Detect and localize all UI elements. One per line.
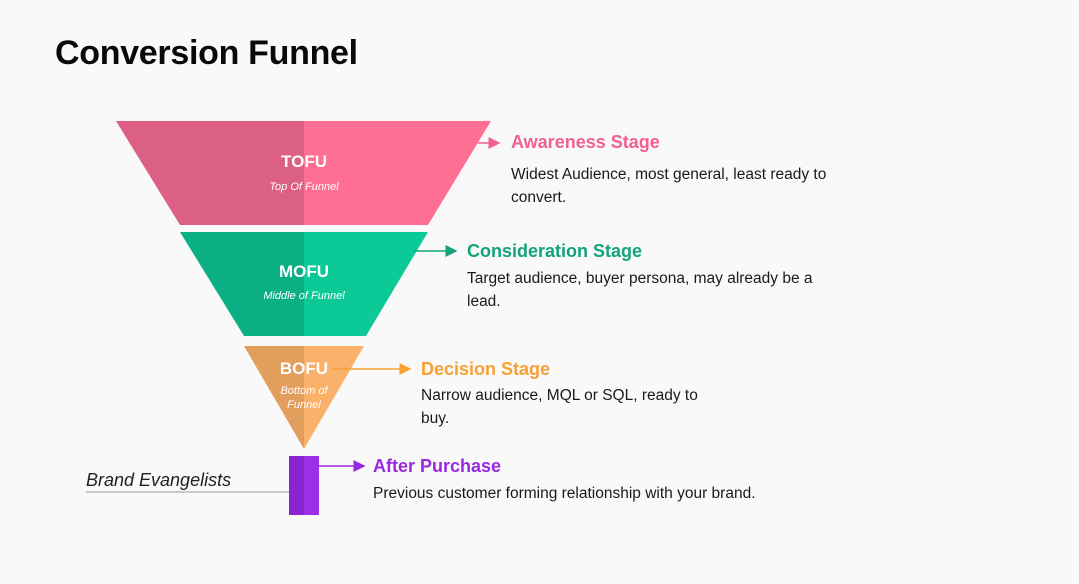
mofu-label: MOFU [279,262,329,281]
tofu-shape-right [304,121,491,225]
awareness-stage-desc-line2: convert. [511,189,567,206]
consideration-stage-desc-line1: Target audience, buyer persona, may alre… [467,270,813,287]
page-title: Conversion Funnel [55,34,358,72]
decision-stage-desc-line2: buy. [421,410,450,427]
decision-stage-desc-line1: Narrow audience, MQL or SQL, ready to [421,387,698,404]
awareness-stage-title: Awareness Stage [511,132,660,152]
bofu-segment: BOFU Bottom of Funnel [244,346,364,449]
brand-evangelists-label: Brand Evangelists [86,470,232,490]
bofu-shape-right [304,346,364,449]
bofu-sublabel-line1: Bottom of [280,385,328,397]
tofu-shape-left [116,121,304,225]
tofu-sublabel: Top Of Funnel [269,181,339,193]
decision-stage-title: Decision Stage [421,359,551,379]
mofu-shape-left [180,232,304,336]
tofu-segment: TOFU Top Of Funnel [116,121,491,225]
bofu-label: BOFU [280,359,328,378]
mofu-shape-right [304,232,428,336]
after-purchase-desc: Previous customer forming relationship w… [373,485,756,502]
mofu-sublabel: Middle of Funnel [263,290,345,302]
awareness-stage-desc-line1: Widest Audience, most general, least rea… [511,166,827,183]
bofu-sublabel-line2: Funnel [287,399,321,411]
consideration-stage-desc-line2: lead. [467,293,501,310]
after-purchase-bar-shade [289,456,304,515]
mofu-segment: MOFU Middle of Funnel [180,232,428,336]
consideration-stage-title: Consideration Stage [467,241,643,261]
after-purchase-segment [289,456,319,515]
after-purchase-title: After Purchase [373,456,502,476]
tofu-label: TOFU [281,152,327,171]
bofu-shape-left [244,346,304,449]
